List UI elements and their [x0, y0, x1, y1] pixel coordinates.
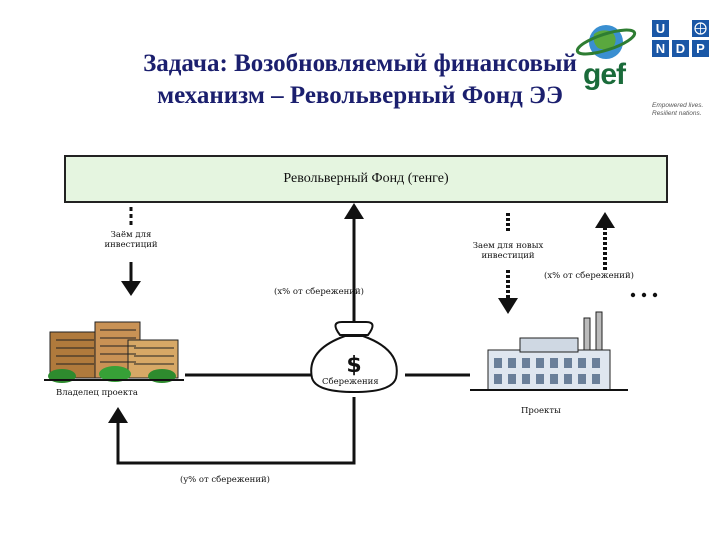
undp-letter-n: N [652, 40, 669, 57]
return-arrow-right [595, 212, 658, 298]
y-percent-label: (y% от сбережений) [180, 475, 270, 485]
undp-letter-u: U [652, 20, 669, 37]
money-bag-icon: $ [310, 321, 398, 394]
new-loan-arrow-right [498, 213, 518, 314]
un-emblem-icon [692, 20, 709, 37]
title-line-1: Задача: Возобновляемый финансовый [143, 50, 577, 77]
factory-icon [470, 311, 628, 391]
slide-title: Задача: Возобновляемый финансовый механи… [0, 48, 720, 112]
undp-caption: Empowered lives. Resilient nations. [652, 102, 704, 117]
gef-globe-icon [575, 25, 637, 59]
svg-text:$: $ [346, 353, 361, 378]
project-owner-label: Владелец проекта [56, 388, 138, 398]
projects-label: Проекты [521, 406, 561, 416]
loan-investments-label: Заём для инвестиций [104, 230, 158, 250]
gef-logo-text: gef [583, 58, 626, 91]
title-line-2: механизм – Револьверный Фонд ЭЭ [157, 82, 563, 109]
x-percent-left-label: (x% от сбережений) [274, 287, 364, 297]
undp-letter-d: D [672, 40, 689, 57]
revolving-fund-label: Револьверный Фонд (тенге) [283, 171, 449, 186]
undp-letter-p: P [692, 40, 709, 57]
loan-arrow-left [121, 207, 141, 296]
return-arrow-middle [344, 203, 364, 330]
office-buildings-icon [44, 321, 184, 383]
y-percent-loop [108, 397, 356, 465]
savings-label: Сбережения [322, 377, 379, 387]
loan-new-investments-label: Заем для новых инвестиций [472, 241, 544, 261]
revolving-fund-box: Револьверный Фонд (тенге) [64, 155, 668, 203]
x-percent-right-label: (x% от сбережений) [544, 271, 634, 281]
